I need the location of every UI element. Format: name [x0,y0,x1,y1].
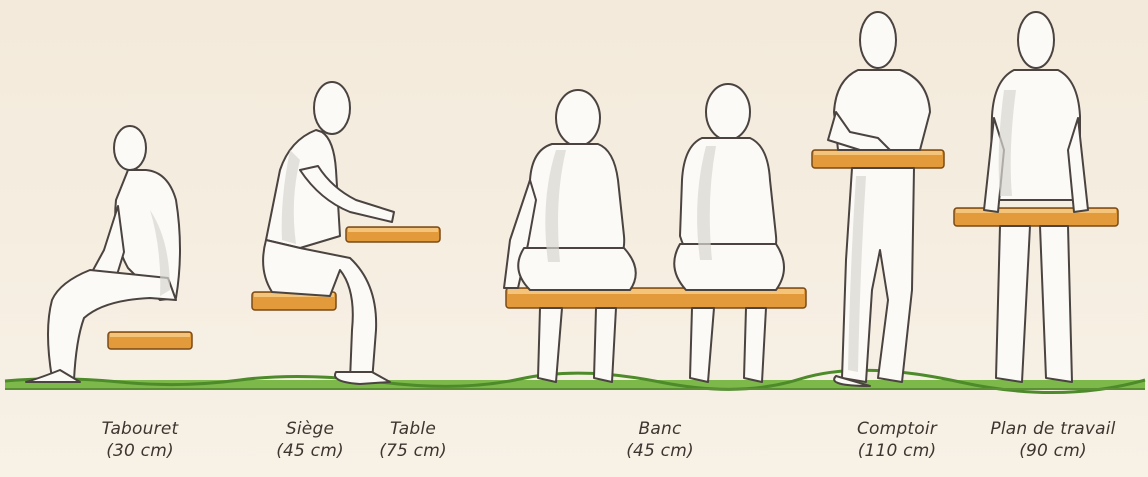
tabouret-name: Tabouret [70,418,210,440]
banc-name: Banc [600,418,720,440]
plan-de-travail-name: Plan de travail [968,418,1138,440]
plan-de-travail-height: (90 cm) [968,440,1138,462]
label-table: Table (75 cm) [358,418,468,462]
comptoir-name: Comptoir [832,418,962,440]
tabouret-height: (30 cm) [70,440,210,462]
label-tabouret: Tabouret (30 cm) [70,418,210,462]
table-height: (75 cm) [358,440,468,462]
banc-height: (45 cm) [600,440,720,462]
comptoir-height: (110 cm) [832,440,962,462]
siege-name: Siège [250,418,370,440]
label-plan-de-travail: Plan de travail (90 cm) [968,418,1138,462]
label-banc: Banc (45 cm) [600,418,720,462]
table-name: Table [358,418,468,440]
label-comptoir: Comptoir (110 cm) [832,418,962,462]
label-siege: Siège (45 cm) [250,418,370,462]
siege-height: (45 cm) [250,440,370,462]
